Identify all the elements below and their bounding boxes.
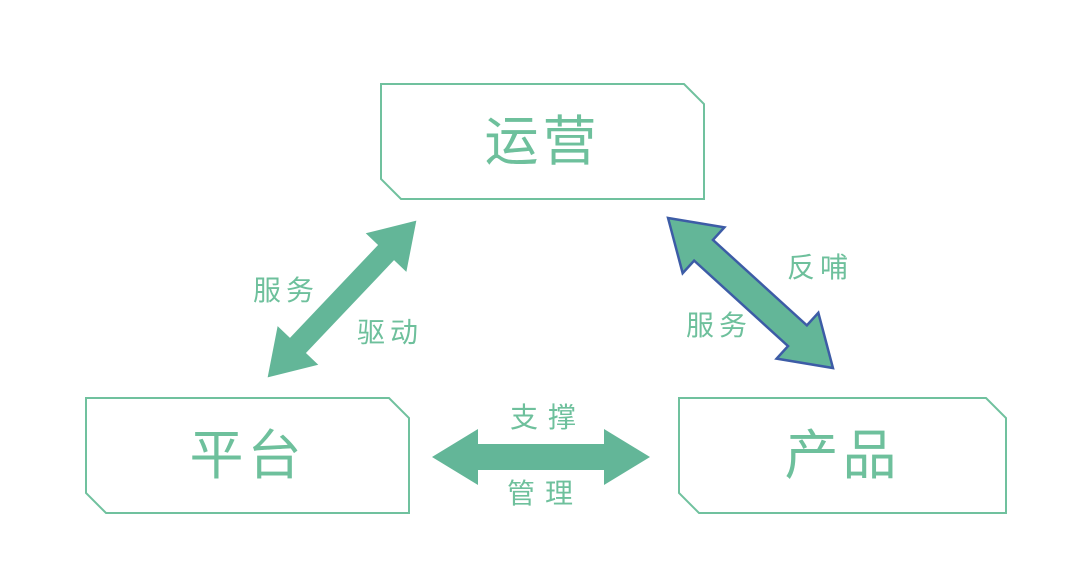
double-arrow-platform-operations-body [267,220,417,378]
node-product: 产品 [678,397,1007,514]
edge-platform-product-label-2: 管理 [506,478,584,509]
edge-platform-product-label-1: 支撑 [509,402,587,433]
edge-operations-product-label-1: 反哺 [786,252,854,283]
double-arrow-platform-product-body [432,429,650,485]
node-operations: 运营 [380,83,705,200]
double-arrow-platform-operations-icon [267,220,417,378]
edge-platform-operations-label-1: 服务 [252,275,320,306]
node-platform-border [85,397,410,514]
edge-platform-operations-label-2: 驱动 [356,317,424,348]
node-platform-label: 平台 [189,425,306,486]
node-product-label: 产品 [784,425,901,486]
node-product-border [678,397,1007,514]
edge-operations-product-label-2: 服务 [685,310,753,341]
node-operations-label: 运营 [484,111,601,172]
node-operations-shape [380,83,705,200]
node-operations-border [380,83,705,200]
double-arrow-operations-product-body [666,216,835,370]
node-platform: 平台 [85,397,410,514]
node-product-shape [678,397,1007,514]
double-arrow-platform-product-icon [432,429,650,485]
node-platform-shape [85,397,410,514]
double-arrow-operations-product-icon [666,216,835,370]
